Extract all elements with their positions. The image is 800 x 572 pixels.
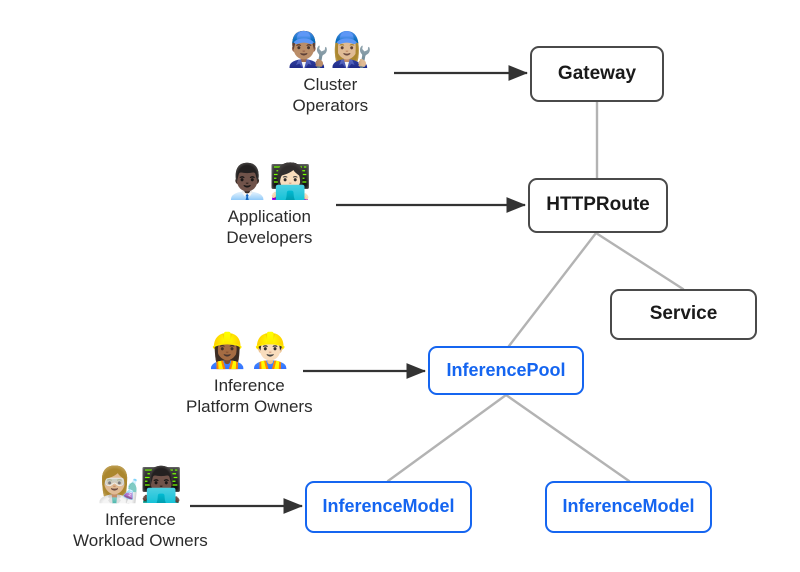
persona-label-line1: Cluster (303, 75, 358, 94)
node-label: Service (649, 303, 718, 325)
man-office-worker-icon woman-technologist-icon: 👨🏿‍💼👩🏻‍💻 (226, 162, 313, 202)
edge-inferencepool-model-left (386, 393, 508, 483)
woman-construction-worker-icon man-construction-worker-icon: 👷🏾‍♀️👷🏻‍♂️ (205, 331, 293, 371)
persona-label-line1: Inference (104, 510, 176, 529)
node-service[interactable]: Service (610, 289, 757, 340)
persona-label-line2: Operators (292, 96, 369, 116)
edge-inferencepool-model-right (504, 393, 631, 483)
node-inferencemodel-right[interactable]: InferenceModel (545, 481, 712, 533)
node-inferencemodel-left[interactable]: InferenceModel (305, 481, 472, 533)
woman-scientist-icon man-technologist-icon: 👩🏼‍🔬👨🏿‍💻 (97, 465, 184, 505)
node-label: HTTPRoute (546, 194, 650, 216)
node-label: InferenceModel (562, 496, 695, 517)
node-label: Gateway (557, 62, 637, 84)
persona-label-line2: Platform Owners (186, 397, 313, 417)
persona-label-line1: Application (227, 207, 311, 226)
persona-label-line2: Developers (226, 228, 313, 248)
persona-label-line1: Inference (213, 376, 285, 395)
man-mechanic-icon woman-mechanic-icon: 👨🏽‍🔧👩🏼‍🔧 (287, 30, 374, 70)
node-inferencepool[interactable]: InferencePool (428, 346, 584, 395)
node-httproute[interactable]: HTTPRoute (528, 178, 668, 233)
node-gateway[interactable]: Gateway (530, 46, 664, 102)
node-label: InferenceModel (322, 496, 455, 517)
persona-arrows (190, 65, 529, 514)
edge-httproute-service (594, 231, 685, 291)
edge-httproute-inferencepool (507, 231, 598, 348)
node-label: InferencePool (446, 359, 566, 380)
persona-label-line2: Workload Owners (73, 531, 208, 551)
